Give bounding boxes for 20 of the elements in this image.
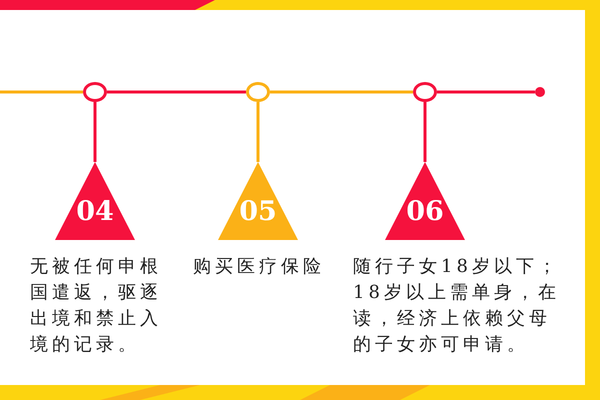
triangle-marker [55, 162, 135, 240]
connector-line [424, 102, 426, 162]
step-number: 05 [238, 196, 278, 228]
timeline-end-dot [535, 87, 545, 97]
description-text: 随行子女18岁以下；18岁以上需单身，在读，经济上依赖父母的子女亦可申请。 [353, 255, 561, 357]
timeline-circle [83, 82, 107, 102]
triangle-marker [218, 162, 298, 240]
connector-line [256, 102, 260, 162]
connector-line [0, 90, 83, 94]
step-number: 04 [75, 196, 115, 228]
step-number: 06 [405, 196, 445, 228]
connector-line [94, 102, 96, 162]
timeline-circle [413, 82, 437, 102]
description-text: 购买医疗保险 [193, 255, 326, 279]
description-text: 无被任何申根国遣返，驱逐出境和禁止入境的记录。 [30, 255, 163, 357]
connector-line [437, 90, 535, 94]
timeline-circle [246, 82, 270, 102]
connector-line [270, 90, 413, 94]
triangle-marker [385, 162, 465, 240]
connector-line [107, 90, 246, 94]
